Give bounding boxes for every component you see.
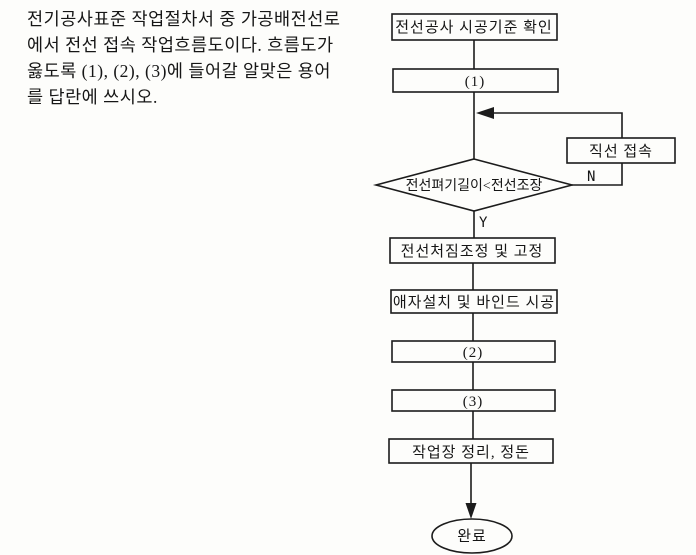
arrowhead-down-to-complete xyxy=(465,503,477,519)
decision-diamond xyxy=(372,158,576,212)
node-straight-joint: 직선 접속 xyxy=(566,137,676,164)
process-box xyxy=(391,13,558,41)
node-label: 전선공사 시공기준 확인 xyxy=(395,19,553,36)
arrowhead-left-into-spine xyxy=(476,107,494,119)
question-line: 옳도록 (1), (2), (3)에 들어갈 알맞은 용어 xyxy=(27,61,331,81)
process-box xyxy=(391,340,556,363)
branch-label-y: Y xyxy=(479,215,488,231)
node-label: 완료 xyxy=(457,528,487,545)
node-complete: 완료 xyxy=(431,518,513,554)
node-check-standard: 전선공사 시공기준 확인 xyxy=(391,13,558,41)
connector-n-loop-upper xyxy=(480,112,623,138)
connector-n-loop-lower xyxy=(572,163,623,186)
node-label: (3) xyxy=(463,394,484,410)
node-cleanup: 작업장 정리, 정돈 xyxy=(388,438,554,464)
question-text: 전기공사표준 작업절차서 중 가공배전선로 에서 전선 접속 작업흐름도이다. … xyxy=(27,6,383,110)
node-blank-1: (1) xyxy=(392,68,559,93)
node-decision: 전선펴기길이<전선조장 xyxy=(372,158,576,212)
process-box xyxy=(389,237,556,264)
node-insulator-bind: 애자설치 및 바인드 시공 xyxy=(390,289,558,314)
process-box xyxy=(390,289,558,314)
decision-label: 전선펴기길이<전선조장 xyxy=(406,178,543,194)
branch-label-n: N xyxy=(587,169,595,185)
node-label: 작업장 정리, 정돈 xyxy=(412,444,530,461)
node-blank-2: (2) xyxy=(391,340,556,363)
process-box xyxy=(388,438,554,464)
question-line: 전기공사표준 작업절차서 중 가공배전선로 xyxy=(27,9,341,29)
node-label: (2) xyxy=(463,345,484,361)
question-line: 를 답란에 쓰시오. xyxy=(27,87,158,107)
node-label: (1) xyxy=(465,74,486,90)
node-sag-adjust: 전선처짐조정 및 고정 xyxy=(389,237,556,264)
node-blank-3: (3) xyxy=(391,389,556,412)
node-label: 애자설치 및 바인드 시공 xyxy=(393,294,555,311)
node-label: 전선처짐조정 및 고정 xyxy=(401,243,544,260)
process-box xyxy=(566,137,676,164)
process-box xyxy=(392,68,559,93)
terminator-ellipse xyxy=(431,518,513,554)
process-box xyxy=(391,389,556,412)
question-line: 에서 전선 접속 작업흐름도이다. 흐름도가 xyxy=(27,35,334,55)
node-label: 직선 접속 xyxy=(589,143,653,160)
